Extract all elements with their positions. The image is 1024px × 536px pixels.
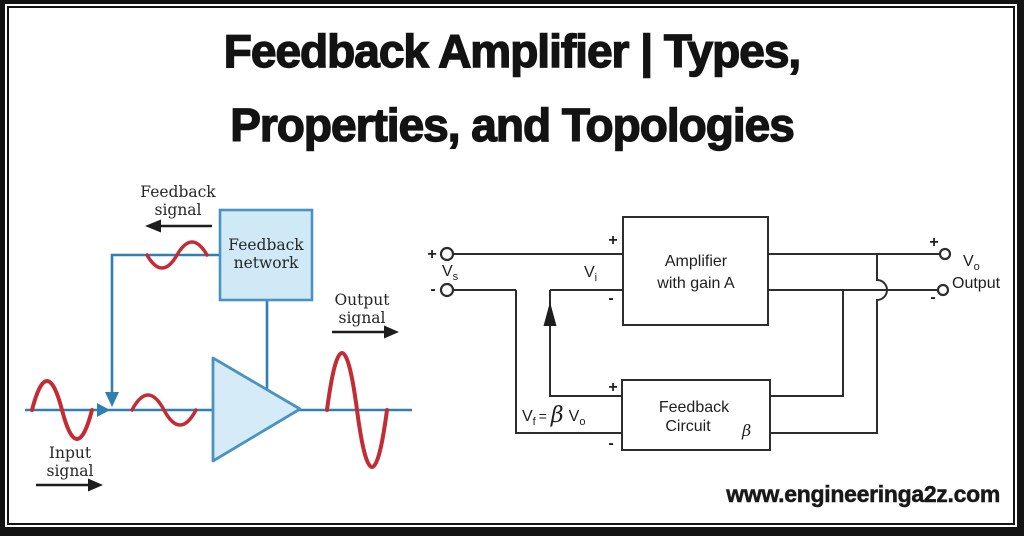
title-line-2: Properties, and Topologies: [230, 98, 796, 151]
feedback-return-wire: [110, 253, 220, 394]
feedback-sense-wire: [770, 290, 844, 397]
output-voltage-label: Vo: [963, 253, 980, 273]
title-line-1: Feedback Amplifier | Types,: [223, 24, 802, 77]
vo-base: V: [963, 253, 974, 270]
vs-base: V: [442, 263, 453, 280]
equation-vo-base: V: [569, 408, 580, 425]
feedback-wave: [145, 240, 209, 270]
feedback-down-arrow-icon: [105, 392, 119, 407]
amplifier-triangle: [211, 356, 302, 463]
input-signal-label-1: Input: [49, 444, 92, 462]
amp-input-minus-sign: -: [608, 290, 613, 307]
equation-vo-sub: o: [579, 416, 585, 428]
junction-right-arrow-icon: [97, 403, 110, 417]
feedback-signal-label-2: signal: [154, 201, 201, 219]
output-wave: [325, 351, 389, 469]
input-wave: [30, 379, 94, 441]
feedback-block: [621, 379, 771, 451]
output-signal-label-2: signal: [338, 309, 385, 327]
source-minus-terminal: [439, 282, 455, 298]
website-watermark: www.engineeringa2z.com: [726, 481, 1001, 508]
vf-sub: f: [533, 416, 537, 428]
amplifier-block-label-1: Amplifier: [665, 253, 728, 270]
input-signal-label-2: signal: [46, 462, 93, 480]
feedback-block-label-1: Feedback: [659, 399, 730, 416]
source-to-feedback-wire: [515, 290, 622, 434]
source-plus-terminal: [439, 246, 455, 262]
circuit-wires: [453, 253, 940, 434]
feedback-block-beta-symbol: β: [741, 421, 751, 440]
output-sense-wire-with-hop: [770, 254, 888, 434]
source-plus-sign: +: [427, 246, 436, 263]
input-voltage-label: Vi: [584, 264, 597, 284]
feedback-network-label-2: network: [234, 254, 299, 272]
vo-sub: o: [974, 261, 980, 273]
equation-equals: =: [539, 408, 547, 424]
amplifier-block: [622, 216, 769, 326]
feedback-network-box: [218, 208, 314, 302]
feedback-network-label-1: Feedback: [228, 236, 304, 254]
amplifier-block-label-2: with gain A: [656, 275, 735, 292]
vf-base: V: [522, 408, 533, 425]
feedback-left-arrow-icon: [145, 219, 161, 233]
amp-input-plus-sign: +: [608, 232, 617, 249]
page-title: Feedback Amplifier | Types, Properties, …: [0, 14, 1024, 162]
summed-wave: [130, 393, 198, 427]
output-plus-terminal: [938, 247, 952, 261]
output-word-label: Output: [952, 275, 1001, 292]
feedback-minus-sign: -: [608, 435, 613, 452]
output-minus-terminal: [936, 283, 950, 297]
feedback-up-arrow-icon: [543, 302, 557, 326]
source-minus-sign: -: [430, 281, 435, 298]
left-feedback-diagram: Feedback network Feedback signal Output …: [25, 183, 412, 492]
feedback-signal-label-1: Feedback: [140, 183, 216, 201]
source-voltage-label: Vs: [442, 263, 459, 283]
vs-sub: s: [453, 271, 459, 283]
vi-sub: i: [595, 272, 597, 284]
feedback-plus-sign: +: [608, 379, 617, 396]
input-right-arrow-icon: [88, 478, 103, 492]
output-signal-label-1: Output: [334, 291, 390, 309]
right-block-diagram: Amplifier with gain A Feedback Circuit β…: [427, 216, 1001, 452]
output-minus-sign: -: [930, 289, 935, 306]
equation-beta-symbol: β: [550, 403, 564, 428]
vi-base: V: [584, 264, 595, 281]
output-right-arrow-icon: [384, 325, 399, 339]
output-plus-sign: +: [929, 234, 938, 251]
feedback-block-label-2: Circuit: [665, 418, 711, 435]
